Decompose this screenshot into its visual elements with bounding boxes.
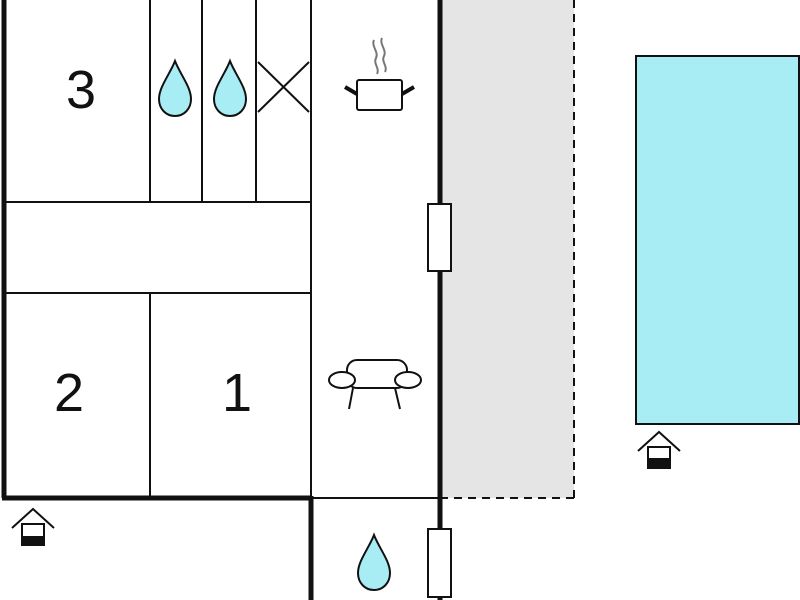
water-drop-icon [157, 58, 193, 118]
water-drop-icon [356, 532, 392, 592]
sofa-icon [328, 359, 422, 410]
water-drop-icon [212, 58, 248, 118]
window [427, 203, 452, 272]
cross-icon [257, 61, 310, 113]
interior-walls [4, 0, 440, 499]
room-number-1: 1 [222, 363, 252, 423]
room-number-3: 3 [66, 60, 96, 120]
room-number-2: 2 [54, 363, 84, 423]
terrace [440, 0, 575, 499]
window [427, 528, 452, 598]
entrance-house-icon [637, 430, 681, 469]
entrance-house-icon [11, 507, 55, 546]
cooking-pot-icon [343, 37, 416, 111]
exterior-walls [1, 0, 443, 600]
swimming-pool [635, 55, 800, 425]
